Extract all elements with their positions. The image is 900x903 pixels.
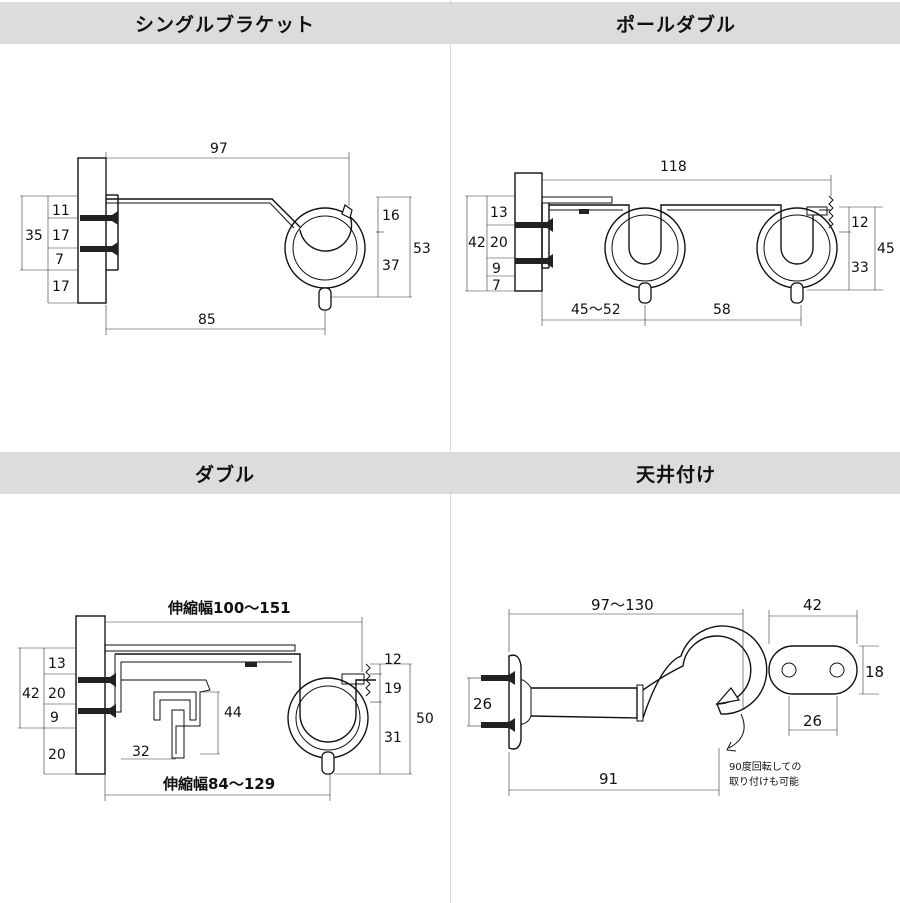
set-screw-icon: [341, 663, 371, 697]
dim-97-130: 97～130: [591, 596, 654, 614]
dim-31: 31: [384, 730, 402, 746]
wall-plate: [75, 615, 106, 775]
dim-26: 26: [803, 712, 822, 730]
base-flange: [508, 654, 522, 750]
dim-extend-bottom: 伸縮幅84～129: [162, 775, 275, 793]
dim-16: 16: [382, 208, 400, 224]
rotation-note-line2: 取り付けも可能: [729, 775, 799, 788]
dim-42: 42: [803, 596, 822, 614]
screw-icon: [78, 673, 116, 718]
set-screw-icon: [806, 195, 834, 229]
dim-44: 44: [224, 705, 242, 721]
pole-ring-icon: [284, 204, 366, 311]
pole-ring-icon: [604, 207, 686, 304]
wall-plate: [77, 157, 107, 304]
dim-7: 7: [55, 252, 64, 268]
dim-13: 13: [48, 656, 66, 672]
bracket-arm: [106, 198, 301, 228]
hook-icon: [642, 625, 768, 719]
dim-26: 26: [473, 695, 492, 713]
mounting-plate: [768, 645, 858, 695]
dim-53: 53: [413, 241, 431, 257]
panel-header: 天井付け: [451, 452, 900, 494]
dim-33: 33: [851, 260, 869, 276]
bracket-arm: [549, 204, 814, 265]
dim-extend-top: 伸縮幅100～151: [167, 599, 291, 617]
screw-icon: [515, 218, 553, 268]
panel-title: 天井付け: [635, 463, 716, 486]
dim-91: 91: [599, 770, 618, 788]
dim-42: 42: [468, 235, 486, 251]
double-diagram: 伸縮幅100～151 伸縮幅84～129 44 32 42 13 20 9 20…: [18, 599, 434, 801]
dim-45-52: 45～52: [571, 302, 621, 318]
single-bracket-diagram: 97 85 35 11 17 7 17 16 37 53: [20, 141, 431, 335]
panel-header: シングルブラケット: [0, 2, 450, 44]
screw-icon: [481, 671, 515, 732]
dim-7: 7: [492, 278, 501, 294]
rotate-arrow-icon: [728, 713, 745, 749]
dim-20a: 20: [48, 686, 66, 702]
panel-title: シングルブラケット: [134, 13, 315, 36]
dim-85: 85: [198, 312, 216, 328]
dim-17a: 17: [52, 228, 70, 244]
dim-45: 45: [877, 241, 895, 257]
panel-header: ダブル: [0, 452, 450, 494]
panel-pole-double: ポールダブル: [450, 0, 900, 451]
dim-20b: 20: [48, 747, 66, 763]
panel-single-bracket: シングルブラケット 97 85: [0, 0, 450, 451]
dim-32: 32: [132, 744, 150, 760]
dim-42: 42: [22, 686, 40, 702]
bracket-arm: [299, 679, 376, 743]
dim-50: 50: [416, 711, 434, 727]
dim-12: 12: [851, 215, 869, 231]
panel-title: ポールダブル: [615, 13, 736, 36]
dim-58: 58: [713, 302, 731, 318]
dim-9: 9: [50, 710, 59, 726]
dim-9: 9: [492, 261, 501, 277]
screw-icon: [80, 211, 118, 256]
pole-double-diagram: 118 45～52 58 42 13 20 9 7 12 33 45: [465, 159, 895, 326]
ceiling-diagram: 97～130 91 26 42 18 26 90度回転しての 取り付けも可能: [467, 596, 884, 796]
panel-ceiling-mount: 天井付け 97～130 91 26: [450, 452, 900, 903]
panel-double: ダブル 伸縮幅100～151: [0, 452, 450, 903]
dim-17b: 17: [52, 279, 70, 295]
dim-19: 19: [384, 681, 402, 697]
rotation-note-line1: 90度回転しての: [729, 760, 801, 773]
inner-bracket: [121, 679, 211, 754]
dim-35: 35: [25, 228, 43, 244]
dim-12: 12: [384, 652, 402, 668]
dim-20: 20: [490, 235, 508, 251]
panel-title: ダブル: [194, 463, 255, 486]
wall-plate: [514, 172, 543, 292]
panel-header: ポールダブル: [451, 2, 900, 44]
rod: [530, 687, 638, 719]
dim-118: 118: [660, 159, 687, 175]
dim-37: 37: [382, 258, 400, 274]
dim-11: 11: [52, 203, 70, 219]
pole-ring-icon: [287, 677, 369, 775]
dim-13: 13: [490, 205, 508, 221]
dim-18: 18: [865, 663, 884, 681]
dim-97: 97: [210, 141, 228, 157]
pole-ring-icon: [756, 207, 838, 304]
